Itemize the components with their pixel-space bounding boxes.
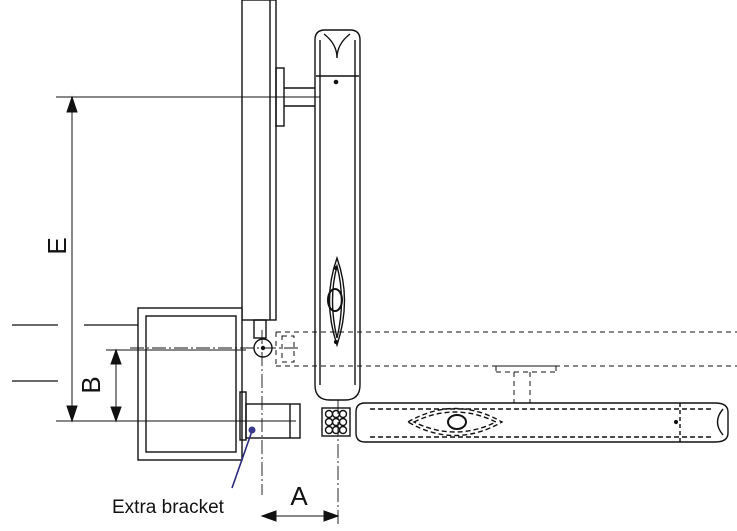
gate-post: [241, 0, 277, 339]
dimension-e-label: E: [42, 237, 72, 254]
control-box: [137, 307, 301, 461]
extra-bracket-label: Extra bracket: [112, 497, 225, 518]
pivot-coupling: [321, 407, 351, 437]
extra-bracket-callout: [231, 426, 256, 489]
dimension-b: [106, 348, 246, 423]
dimension-a: [260, 510, 340, 522]
operator-arm-horizontal: [355, 402, 729, 443]
operator-arm-vertical: [314, 29, 361, 401]
dimension-e: [56, 95, 320, 423]
break-lines: [12, 324, 138, 382]
center-lines: [130, 330, 339, 525]
gate-leaf-open: [275, 331, 737, 403]
dimension-a-label: A: [290, 481, 308, 511]
dimension-b-label: B: [76, 376, 106, 393]
